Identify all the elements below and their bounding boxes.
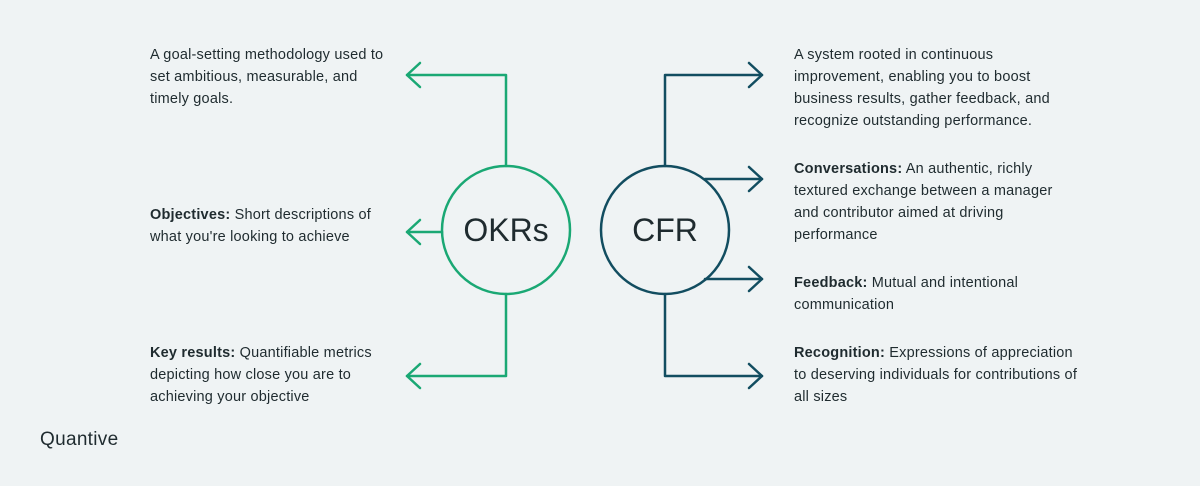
okrs-connector-bottom: [405, 292, 508, 378]
conversations-term: Conversations:: [794, 161, 903, 177]
cfr-description: A system rooted in continuous improvemen…: [794, 47, 1050, 129]
cfr-conversations: Conversations: An authentic, richly text…: [794, 158, 1074, 246]
okrs-objectives: Objectives: Short descriptions of what y…: [150, 204, 390, 248]
cfr-arrowhead-conversations: [747, 165, 764, 193]
feedback-text: Mutual and intentional communication: [794, 275, 1019, 313]
cfr-connector-top: [663, 73, 764, 168]
objectives-text: Short descriptions of what you're lookin…: [150, 207, 371, 245]
okrs-key-results: Key results: Quantifiable metrics depict…: [150, 342, 390, 408]
okrs-connector-top: [405, 73, 508, 168]
feedback-term: Feedback:: [794, 275, 868, 291]
key-results-term: Key results:: [150, 345, 236, 361]
conversations-text: An authentic, richly textured exchange b…: [794, 161, 1053, 243]
objectives-term: Objectives:: [150, 207, 231, 223]
key-results-text: Quantifiable metrics depicting how close…: [150, 345, 372, 405]
cfr-recognition: Recognition: Expressions of appreciation…: [794, 342, 1084, 408]
okrs-description: A goal-setting methodology used to set a…: [150, 47, 384, 107]
recognition-term: Recognition:: [794, 345, 886, 361]
okrs-arrowhead-middle: [405, 218, 422, 246]
recognition-text: Expressions of appreciation to deserving…: [794, 345, 1078, 405]
cfr-feedback: Feedback: Mutual and intentional communi…: [794, 272, 1074, 316]
cfr-arrowhead-feedback: [747, 265, 764, 293]
okrs-arrowhead-bottom: [405, 362, 422, 390]
cfr-label: CFR: [632, 212, 698, 248]
quantive-logo: Quantive: [40, 429, 119, 450]
cfr-arrowhead-bottom: [747, 362, 764, 390]
okrs-label: OKRs: [463, 212, 549, 248]
cfr-arrowhead-top: [747, 61, 764, 89]
okrs-arrowhead-top: [405, 61, 422, 89]
cfr-connector-bottom: [663, 292, 764, 378]
